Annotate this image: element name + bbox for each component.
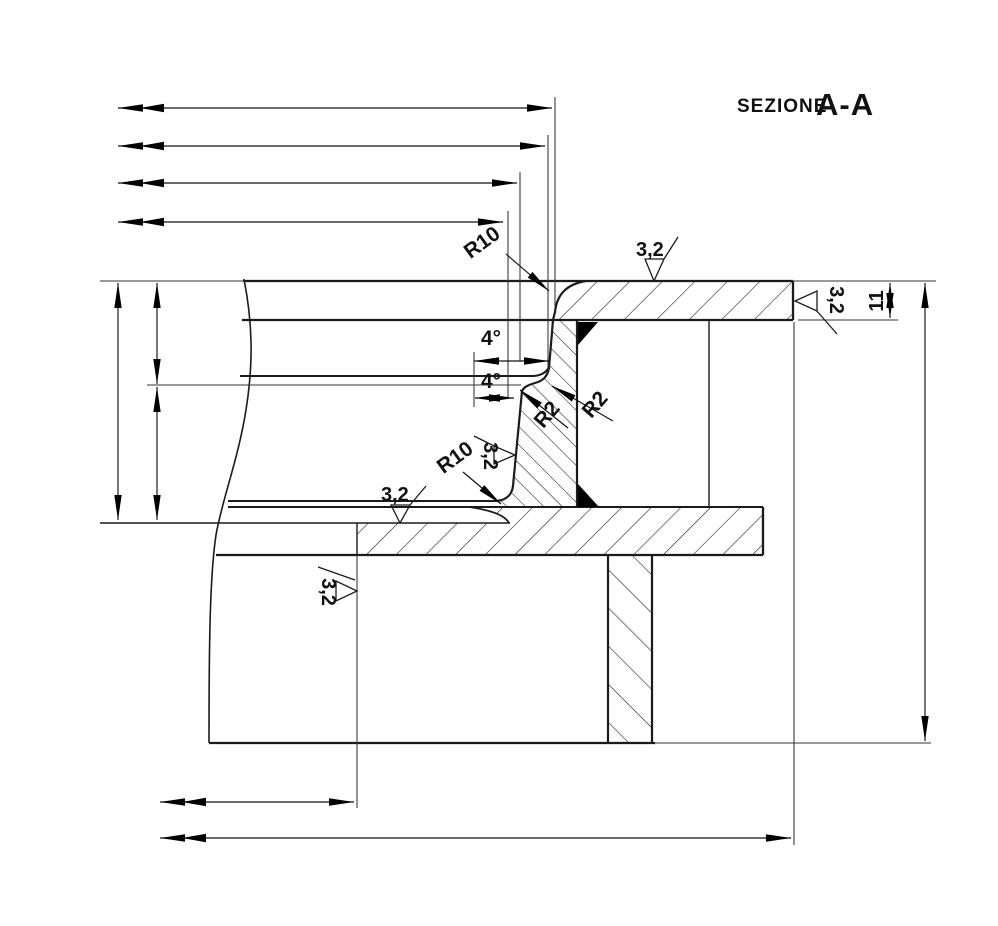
leader-r10-top (505, 253, 550, 292)
label-r10-top: R10 (460, 222, 505, 263)
view-title-name: A-A (816, 87, 874, 122)
bottom-horizontal-dimensions (160, 322, 795, 845)
top-horizontal-dimensions (118, 97, 556, 397)
web-left-edge-with-fillets (496, 279, 587, 503)
weld-fillet-bottom (578, 484, 599, 507)
roughness-symbol-bore (317, 566, 359, 603)
roughness-symbol-rim-right (793, 289, 838, 335)
label-roughness-rim-right: 3,2 (825, 286, 847, 314)
rim-section-hatch (554, 281, 793, 320)
roughness-symbol-flange (389, 485, 427, 525)
leader-r2-right (551, 385, 614, 422)
label-draft-angle-lower: 4° (481, 370, 501, 393)
leader-r2-left (519, 389, 569, 429)
hub-wall-section-hatch (608, 555, 652, 744)
section-hatching (357, 281, 793, 744)
dim-line-4-second-arrow (140, 217, 164, 227)
label-rim-thickness: 11 (866, 290, 888, 311)
rim-inner-ledge-edge (240, 366, 550, 377)
weld-fillet-top (578, 322, 598, 345)
web-section-hatch (497, 320, 577, 507)
bottom-dim-inner-second-arrow (182, 797, 206, 807)
view-title-prefix: SEZIONE (737, 96, 827, 117)
leader-r10-bottom (462, 471, 502, 505)
bottom-dim-outer-second-arrow (182, 833, 206, 843)
label-roughness-flange: 3,2 (381, 484, 409, 506)
draft-angle-dimensions: 4° 4° (473, 327, 549, 407)
right-vertical-dimensions: 11 (655, 280, 936, 744)
flange-step-fillet-edge (468, 506, 510, 524)
flange-section-hatch (357, 507, 763, 555)
label-roughness-bore: 3,2 (317, 578, 339, 606)
view-title: SEZIONE A-A (737, 87, 874, 122)
label-r10-bottom: R10 (433, 437, 478, 478)
dim-line-3-second-arrow (140, 178, 164, 188)
dim-line-2-second-arrow (140, 141, 164, 151)
label-roughness-rim-top: 3,2 (636, 239, 664, 261)
left-vertical-dimensions (100, 280, 521, 520)
label-draft-angle-upper: 4° (481, 327, 501, 350)
dim-line-1-second-arrow (140, 103, 164, 113)
break-line-curve (208, 278, 252, 744)
surface-roughness-callouts: 3,2 3,2 3,2 3,2 3,2 (317, 236, 847, 606)
roughness-symbol-rim-top (644, 236, 679, 283)
roughness-symbol-web (473, 435, 517, 465)
part-outline (100, 278, 795, 745)
label-roughness-web: 3,2 (479, 442, 501, 470)
